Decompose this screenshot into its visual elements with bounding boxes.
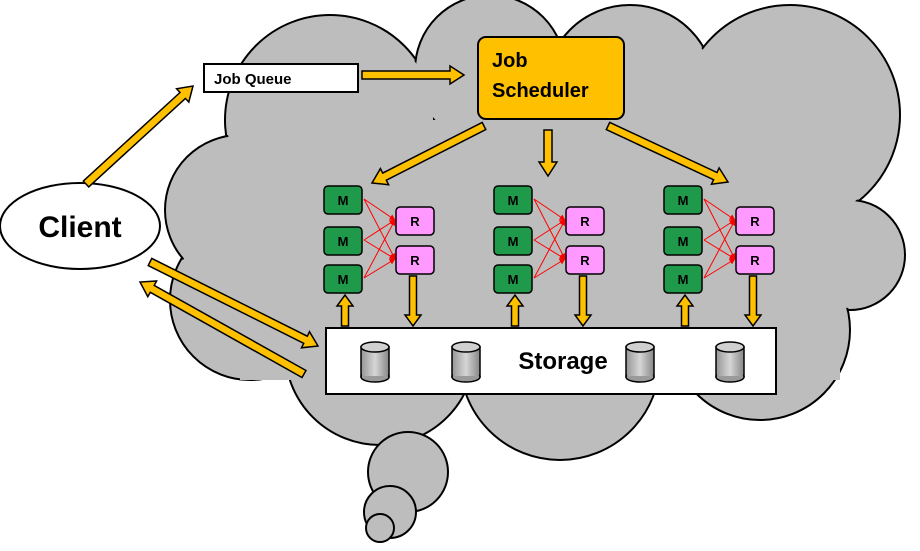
client-to-storage-arrow: [147, 257, 320, 349]
reduce-node: [565, 206, 605, 236]
map-node-label: M: [508, 193, 519, 208]
map-node-label: M: [508, 234, 519, 249]
storage-to-map-arrow: [675, 293, 695, 327]
storage-disk-icon: [625, 341, 655, 383]
storage-label: Storage: [518, 348, 607, 375]
queue-to-scheduler-arrow: [361, 64, 466, 86]
shuffle-line: [363, 198, 396, 221]
map-node-label: M: [338, 272, 349, 287]
map-node: [323, 226, 363, 256]
storage-disk-icon: [715, 341, 745, 383]
storage-disk-icon: [360, 341, 390, 383]
reduce-to-storage-arrow: [403, 275, 423, 328]
map-node: [663, 185, 703, 215]
scheduler-to-group2-arrow: [537, 129, 559, 178]
reduce-node-label: R: [580, 253, 590, 268]
map-node: [323, 185, 363, 215]
shuffle-line: [533, 258, 566, 279]
shuffle-line: [533, 198, 566, 260]
job-scheduler-box: [477, 36, 625, 120]
client-label: Client: [38, 211, 121, 244]
storage-to-client-arrow: [138, 280, 308, 379]
shuffle-line: [703, 198, 736, 260]
reduce-node-label: R: [410, 214, 420, 229]
map-node: [493, 226, 533, 256]
client-to-queue-arrow: [82, 85, 195, 188]
shuffle-line: [703, 198, 736, 221]
reduce-node: [735, 245, 775, 275]
mapreduce-group: M M M R R: [663, 185, 775, 294]
map-node-label: M: [678, 193, 689, 208]
shuffle-line: [363, 258, 396, 279]
shuffle-line: [363, 219, 396, 279]
map-node-label: M: [678, 272, 689, 287]
reduce-to-storage-arrow: [573, 275, 593, 328]
thought-bubble-small: [365, 513, 395, 543]
map-node: [323, 264, 363, 294]
storage-to-map-arrow: [505, 293, 525, 327]
shuffle-line: [703, 258, 736, 279]
reduce-node-label: R: [750, 214, 760, 229]
job-queue-label: Job Queue: [214, 71, 292, 88]
job-queue-box: [203, 63, 359, 93]
storage-disk-icon: [451, 341, 481, 383]
mapreduce-group: M M M R R: [493, 185, 605, 294]
reduce-node: [395, 245, 435, 275]
job-scheduler-line1: Job: [492, 50, 528, 72]
map-node: [663, 226, 703, 256]
scheduler-to-group1-arrow: [370, 121, 487, 186]
map-node-label: M: [508, 272, 519, 287]
map-node: [663, 264, 703, 294]
flow-arrows: [82, 64, 763, 379]
reduce-node-label: R: [410, 253, 420, 268]
mapreduce-group: M M M R R: [323, 185, 435, 294]
reduce-node-label: R: [750, 253, 760, 268]
reduce-node: [735, 206, 775, 236]
map-node-label: M: [338, 234, 349, 249]
storage-to-map-arrow: [335, 293, 355, 327]
reduce-node: [395, 206, 435, 236]
shuffle-line: [703, 219, 736, 279]
reduce-node-label: R: [580, 214, 590, 229]
shuffle-line: [533, 219, 566, 279]
scheduler-to-group3-arrow: [605, 121, 730, 186]
storage-box: [325, 327, 777, 395]
shuffle-line: [533, 198, 566, 221]
job-scheduler-line2: Scheduler: [492, 80, 589, 102]
shuffle-line: [363, 198, 396, 260]
map-node: [493, 185, 533, 215]
reduce-to-storage-arrow: [743, 275, 763, 328]
map-node: [493, 264, 533, 294]
map-node-label: M: [678, 234, 689, 249]
client-node: [0, 182, 161, 270]
reduce-node: [565, 245, 605, 275]
map-node-label: M: [338, 193, 349, 208]
